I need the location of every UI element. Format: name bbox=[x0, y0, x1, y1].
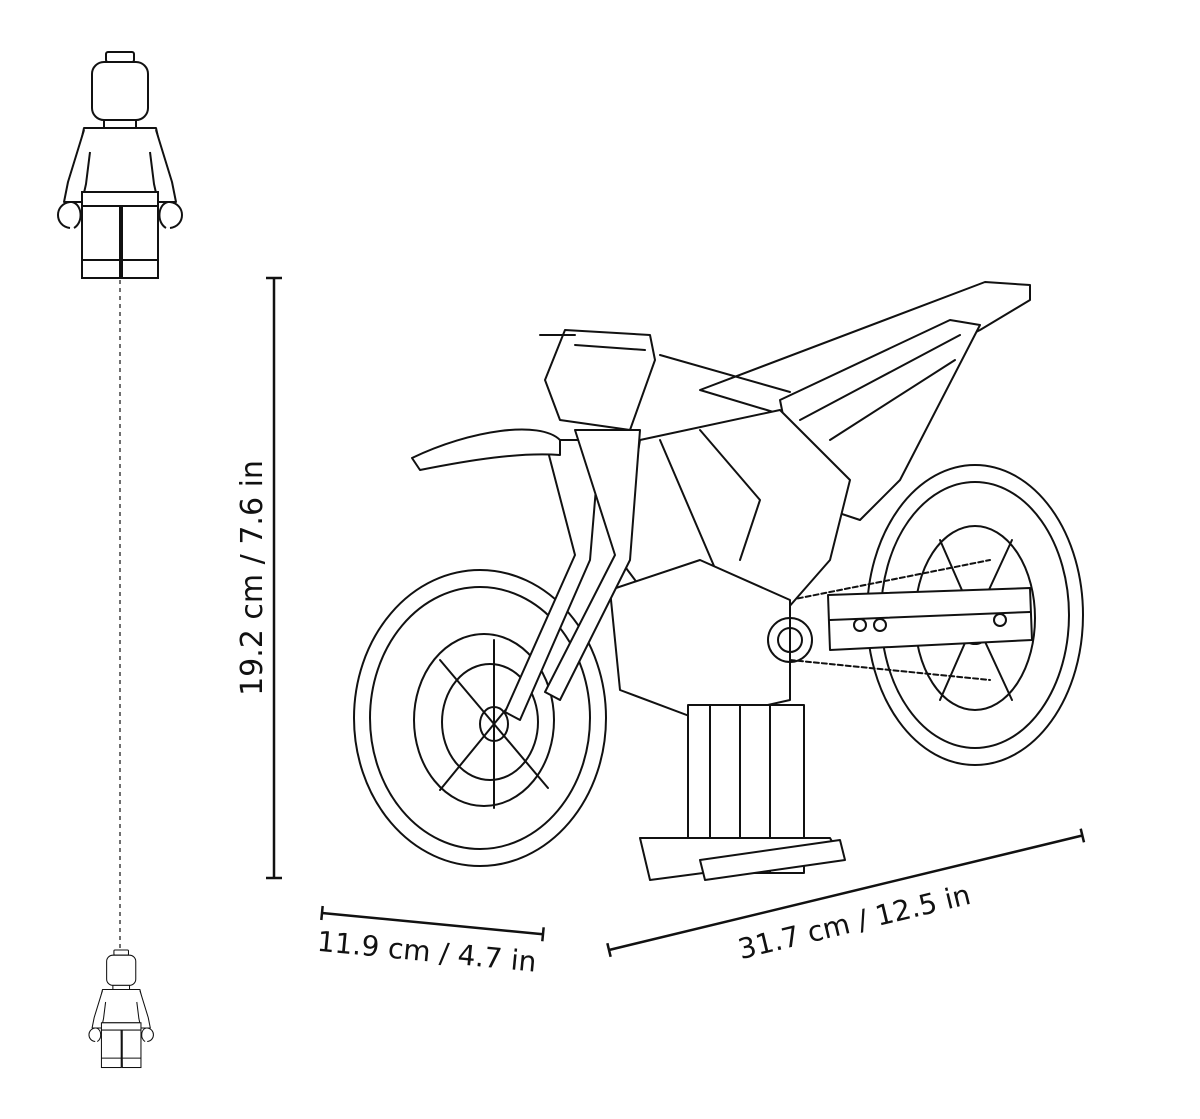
front-fender bbox=[411, 428, 561, 471]
height-dimension: 19.2 cm / 7.6 in bbox=[235, 276, 282, 880]
small-minifigure bbox=[88, 949, 154, 1069]
height-label: 19.2 cm / 7.6 in bbox=[235, 460, 270, 696]
number-plate bbox=[544, 329, 656, 431]
display-stand bbox=[639, 704, 846, 881]
motorcycle-model bbox=[353, 281, 1084, 881]
depth-dimension: 11.9 cm / 4.7 in bbox=[316, 905, 545, 979]
large-minifigure bbox=[57, 51, 183, 279]
front-wheel bbox=[353, 569, 607, 867]
engine bbox=[609, 559, 791, 721]
swingarm bbox=[827, 587, 1033, 651]
handlebar bbox=[539, 334, 791, 393]
depth-label: 11.9 cm / 4.7 in bbox=[316, 925, 538, 979]
